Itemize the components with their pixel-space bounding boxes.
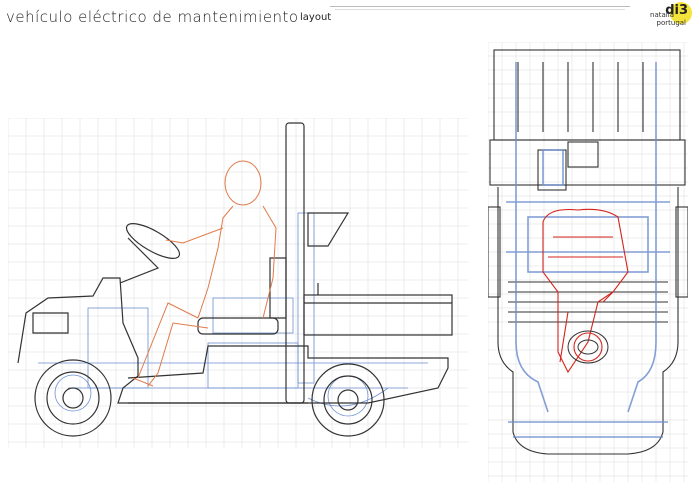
top-floor-slats <box>508 281 668 323</box>
header-rule-secondary <box>335 9 625 10</box>
operator-torso-front <box>197 205 234 319</box>
side-motor-frame <box>207 342 299 389</box>
brand-logo: di3 natalia portugal <box>622 2 692 34</box>
header-rule <box>330 6 630 7</box>
top-body <box>497 187 679 455</box>
side-steering-column <box>119 237 160 284</box>
operator-leg-upper <box>137 302 199 379</box>
side-seat-cushion <box>197 317 279 335</box>
page-title: vehículo eléctrico de mantenimiento <box>6 8 299 26</box>
side-chassis-lines <box>38 362 428 407</box>
logo-circle <box>670 2 692 24</box>
header: vehículo eléctrico de mantenimiento layo… <box>0 0 700 40</box>
plan-view-drawing <box>488 42 688 482</box>
side-steering-wheel <box>125 223 181 259</box>
top-battery-tray <box>527 216 649 273</box>
operator-head <box>224 160 262 206</box>
logo-name-line2: portugal <box>656 19 686 27</box>
side-seat-base-frame <box>212 297 294 334</box>
top-rear-unit <box>567 141 599 168</box>
top-right-rear-wheel <box>675 206 688 298</box>
operator-foot <box>132 377 154 387</box>
top-right-rail <box>627 62 657 413</box>
side-elevation-drawing <box>8 118 468 448</box>
top-operator-figure <box>542 208 629 374</box>
operator-shoulders-top <box>548 236 623 258</box>
side-operator-figure <box>132 160 277 387</box>
top-steering-wheel <box>567 330 609 364</box>
page-subtitle: layout <box>300 12 332 23</box>
top-motor-housing <box>542 149 564 186</box>
operator-torso-back <box>262 205 277 319</box>
operator-body-top <box>542 208 629 374</box>
side-front-wheel <box>34 359 112 437</box>
top-rear-deck <box>489 139 686 186</box>
operator-head-top <box>573 332 603 362</box>
side-cargo-box <box>303 294 453 336</box>
side-column-guide <box>297 212 315 384</box>
side-grid <box>8 118 468 448</box>
top-mechanism <box>506 62 670 438</box>
side-seat-back <box>269 257 287 319</box>
top-cross-members <box>506 201 670 253</box>
side-headlight-window <box>32 312 69 334</box>
side-vehicle-outline <box>17 122 453 404</box>
top-cargo-box <box>493 49 681 141</box>
top-left-rear-wheel <box>488 206 501 298</box>
side-rear-wheel <box>311 363 385 437</box>
operator-leg-lower <box>147 322 209 387</box>
side-mechanism <box>38 212 428 417</box>
top-front-axle <box>508 421 668 438</box>
operator-arm <box>165 227 224 244</box>
side-body <box>17 277 449 404</box>
side-roll-bar <box>285 122 305 404</box>
top-left-rail <box>515 62 549 413</box>
side-front-wheel-guide <box>54 374 92 412</box>
logo-name-line1: natalia <box>650 11 674 19</box>
logo-mark: di3 <box>665 3 688 18</box>
side-rear-seat <box>307 212 350 247</box>
top-cargo-ribs <box>517 62 644 132</box>
operator-arms-top <box>559 291 614 363</box>
